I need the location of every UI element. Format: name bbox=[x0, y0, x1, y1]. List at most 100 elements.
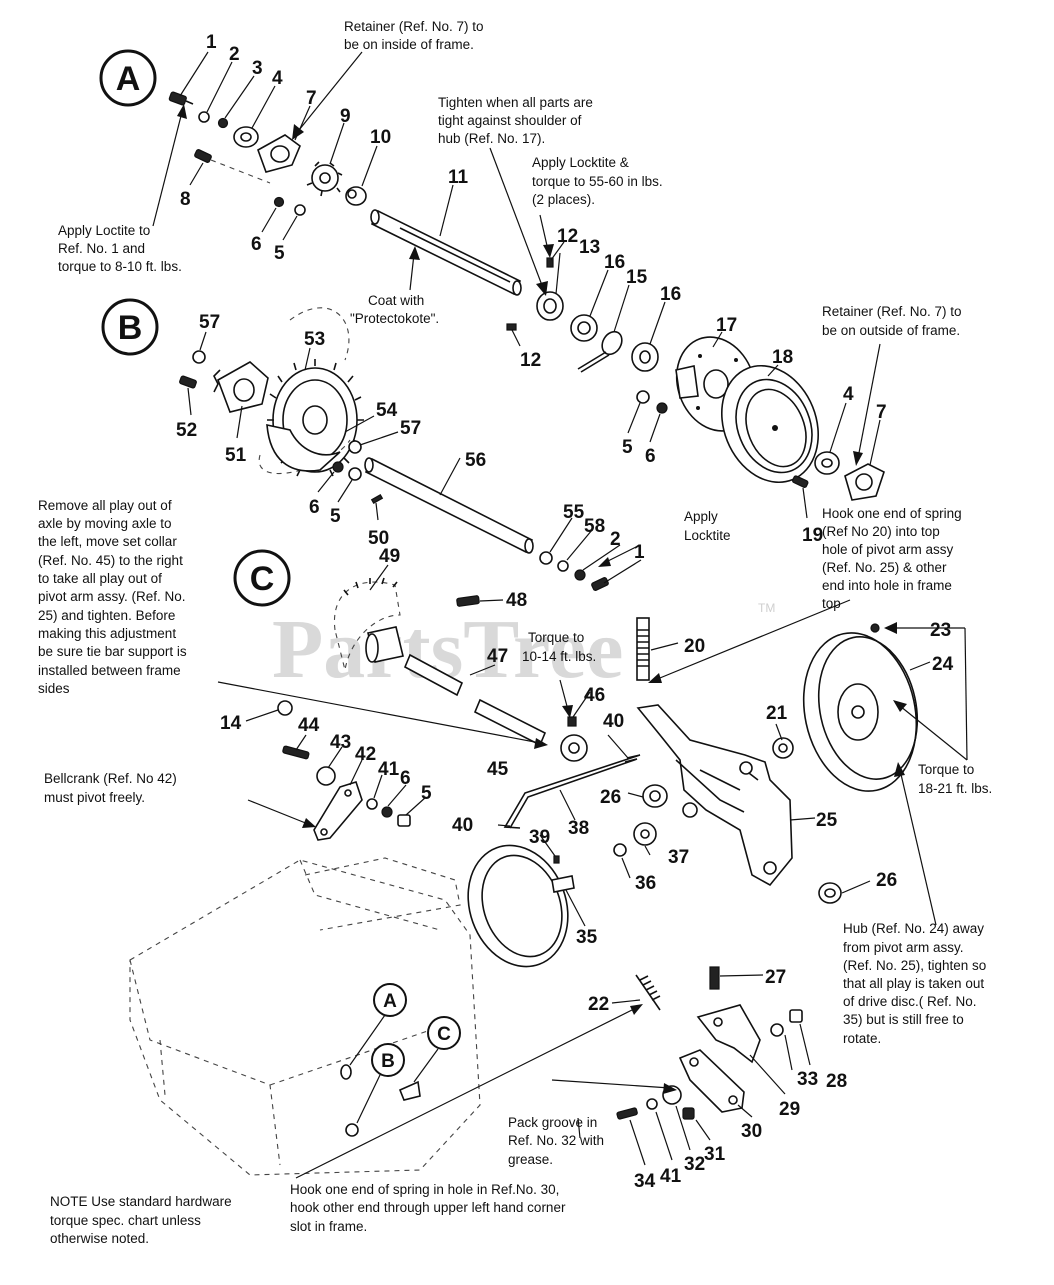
note-locktite-torque: Apply Locktite & torque to 55-60 in lbs.… bbox=[532, 155, 666, 207]
part-washer-57b bbox=[348, 440, 362, 454]
callout-31: 31 bbox=[704, 1144, 726, 1165]
part-nut-5a bbox=[294, 204, 306, 216]
part-spring-20 bbox=[636, 617, 650, 681]
part-lockwasher-2b bbox=[574, 569, 586, 581]
note-retainer-inside: Retainer (Ref. No. 7) to be on inside of… bbox=[344, 19, 487, 52]
part-setscrew-23 bbox=[870, 623, 880, 633]
callout-5a: 5 bbox=[274, 243, 285, 264]
callout-6c: 6 bbox=[309, 497, 320, 518]
callout-40b: 40 bbox=[452, 815, 473, 836]
part-bolt-19 bbox=[792, 475, 809, 488]
callout-53: 53 bbox=[304, 329, 325, 350]
frame-callout-a: A bbox=[340, 983, 407, 1080]
note-tighten-hub: Tighten when all parts are tight against… bbox=[438, 95, 597, 146]
part-washer-57a bbox=[192, 350, 206, 364]
part-bearing-4 bbox=[233, 126, 259, 148]
part-gear-49-teeth bbox=[343, 577, 398, 596]
callout-26a: 26 bbox=[600, 787, 621, 808]
callout-2b: 2 bbox=[610, 529, 621, 550]
callout-13: 13 bbox=[579, 237, 600, 258]
note-arrows bbox=[152, 51, 968, 1179]
part-lockwasher-6d bbox=[381, 806, 393, 818]
part-key-15 bbox=[577, 330, 623, 373]
note-hook-spring30: Hook one end of spring in hole in Ref.No… bbox=[290, 1182, 569, 1234]
callout-18: 18 bbox=[772, 347, 793, 368]
callout-numbers: 1 2 3 4 7 9 10 11 8 6 5 12 13 16 15 16 1… bbox=[176, 32, 954, 1192]
callout-33: 33 bbox=[797, 1069, 818, 1090]
callout-37: 37 bbox=[668, 847, 689, 868]
callout-8: 8 bbox=[180, 189, 191, 210]
part-retainer-7b bbox=[844, 463, 885, 501]
part-arm-30 bbox=[678, 1049, 745, 1113]
callout-42: 42 bbox=[355, 744, 376, 765]
part-gear-49-outline bbox=[333, 581, 401, 671]
part-washer-2 bbox=[198, 111, 210, 123]
part-washer-55 bbox=[539, 551, 553, 565]
callout-54: 54 bbox=[376, 400, 398, 421]
part-drive-disc-35 bbox=[467, 844, 575, 968]
callout-57a: 57 bbox=[199, 312, 220, 333]
part-bushing-37 bbox=[633, 822, 657, 846]
note-pack-groove: Pack groove in Ref. No. 32 with grease. bbox=[508, 1115, 608, 1167]
part-washer-16a bbox=[570, 314, 598, 342]
part-bolt-1 bbox=[168, 91, 194, 106]
part-bracket-29 bbox=[696, 1004, 761, 1064]
callout-34: 34 bbox=[634, 1171, 656, 1192]
callout-41b: 41 bbox=[660, 1166, 682, 1187]
callout-5d: 5 bbox=[421, 783, 432, 804]
callout-6b: 6 bbox=[645, 446, 656, 467]
part-set-collar-45 bbox=[560, 734, 588, 762]
frame-callout-c-label: C bbox=[437, 1024, 451, 1045]
callout-19: 19 bbox=[802, 525, 823, 546]
frame-callout-b-label: B bbox=[381, 1051, 395, 1072]
section-b-marker: B bbox=[101, 298, 159, 356]
note-hub-away: Hub (Ref. No. 24) away from pivot arm as… bbox=[843, 921, 990, 1046]
part-nut-5b bbox=[636, 390, 650, 404]
watermark-trademark: TM bbox=[758, 601, 775, 615]
part-bolt-48 bbox=[456, 595, 480, 607]
callout-52: 52 bbox=[176, 420, 197, 441]
part-bolt-34 bbox=[616, 1107, 638, 1120]
part-bushing-26b bbox=[818, 882, 842, 904]
callout-9: 9 bbox=[340, 106, 351, 127]
part-washer-41 bbox=[366, 798, 378, 810]
part-shaft-11 bbox=[370, 209, 522, 296]
part-bolt-52 bbox=[179, 375, 197, 389]
callout-29: 29 bbox=[779, 1099, 800, 1120]
callout-56: 56 bbox=[465, 450, 486, 471]
part-rod-38 bbox=[503, 754, 641, 829]
part-bolt-1b bbox=[591, 577, 609, 591]
callout-7b: 7 bbox=[876, 402, 887, 423]
callout-15: 15 bbox=[626, 267, 648, 288]
part-lockwasher-6b bbox=[656, 402, 668, 414]
callout-17: 17 bbox=[716, 315, 737, 336]
callout-3: 3 bbox=[252, 58, 263, 79]
part-nut-28 bbox=[789, 1009, 803, 1023]
part-nut-5c bbox=[348, 467, 362, 481]
callout-23: 23 bbox=[930, 620, 951, 641]
callout-22: 22 bbox=[588, 994, 609, 1015]
callout-5b: 5 bbox=[622, 437, 633, 458]
callout-41a: 41 bbox=[378, 759, 400, 780]
callout-58: 58 bbox=[584, 516, 605, 537]
callout-14: 14 bbox=[220, 713, 242, 734]
callout-46: 46 bbox=[584, 685, 605, 706]
part-spacer-43 bbox=[316, 766, 336, 786]
callout-40a: 40 bbox=[603, 711, 624, 732]
note-torque-10-14: Torque to 10-14 ft. lbs. bbox=[522, 630, 596, 664]
mower-frame-outline bbox=[129, 857, 481, 1176]
callout-57b: 57 bbox=[400, 418, 421, 439]
callout-6d: 6 bbox=[400, 768, 411, 789]
callout-43: 43 bbox=[330, 732, 351, 753]
part-bearing-4b bbox=[814, 451, 840, 475]
callout-25: 25 bbox=[816, 810, 838, 831]
part-bellcrank-42 bbox=[313, 781, 363, 841]
callout-30: 30 bbox=[741, 1121, 762, 1142]
part-washer-16b bbox=[631, 342, 659, 372]
callout-47: 47 bbox=[487, 646, 508, 667]
note-coat: Coat with "Protectokote". bbox=[350, 293, 439, 326]
note-hook-spring20: Hook one end of spring (Ref No 20) into … bbox=[822, 506, 965, 611]
part-washer-58 bbox=[557, 560, 569, 572]
callout-28: 28 bbox=[826, 1071, 847, 1092]
